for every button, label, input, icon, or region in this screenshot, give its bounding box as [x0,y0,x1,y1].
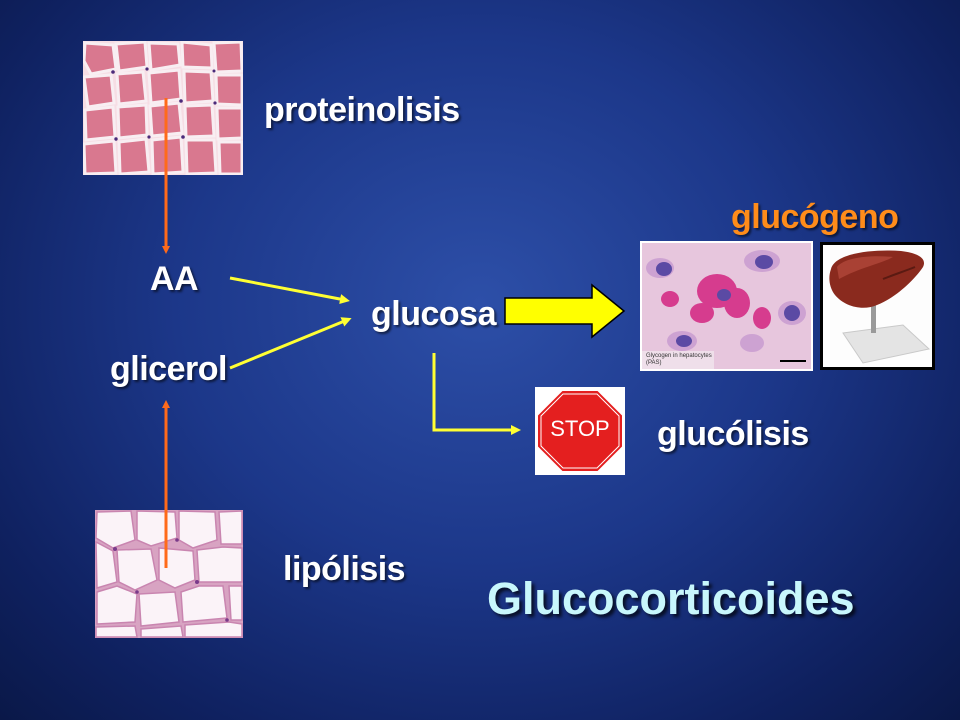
label-glucosa: glucosa [371,295,496,333]
arrow-aa-to-glucosa [229,276,350,304]
glycogen-histology-image: Glycogen in hepatocytes (PAS) [640,241,813,371]
label-glucolisis: glucólisis [657,415,809,453]
label-lipolisis: lipólisis [283,550,406,588]
slide-title: Glucocorticoides [487,573,855,624]
arrow-glucosa-to-glucolisis [432,353,521,435]
label-glucogeno: glucógeno [731,198,899,236]
label-aa: AA [150,260,199,298]
liver-model-image [820,242,935,370]
label-glicerol: glicerol [110,350,227,388]
label-proteinolisis: proteinolisis [264,91,460,129]
arrow-glucosa-to-glucogeno [504,283,626,339]
histology-caption: Glycogen in hepatocytes (PAS) [646,353,712,366]
arrow-glicerol-to-glucosa [229,317,352,370]
stop-sign-text: STOP [550,416,610,441]
stop-sign-icon: STOP [535,387,625,475]
muscle-tissue-image [83,41,243,175]
adipose-tissue-image [95,510,243,638]
